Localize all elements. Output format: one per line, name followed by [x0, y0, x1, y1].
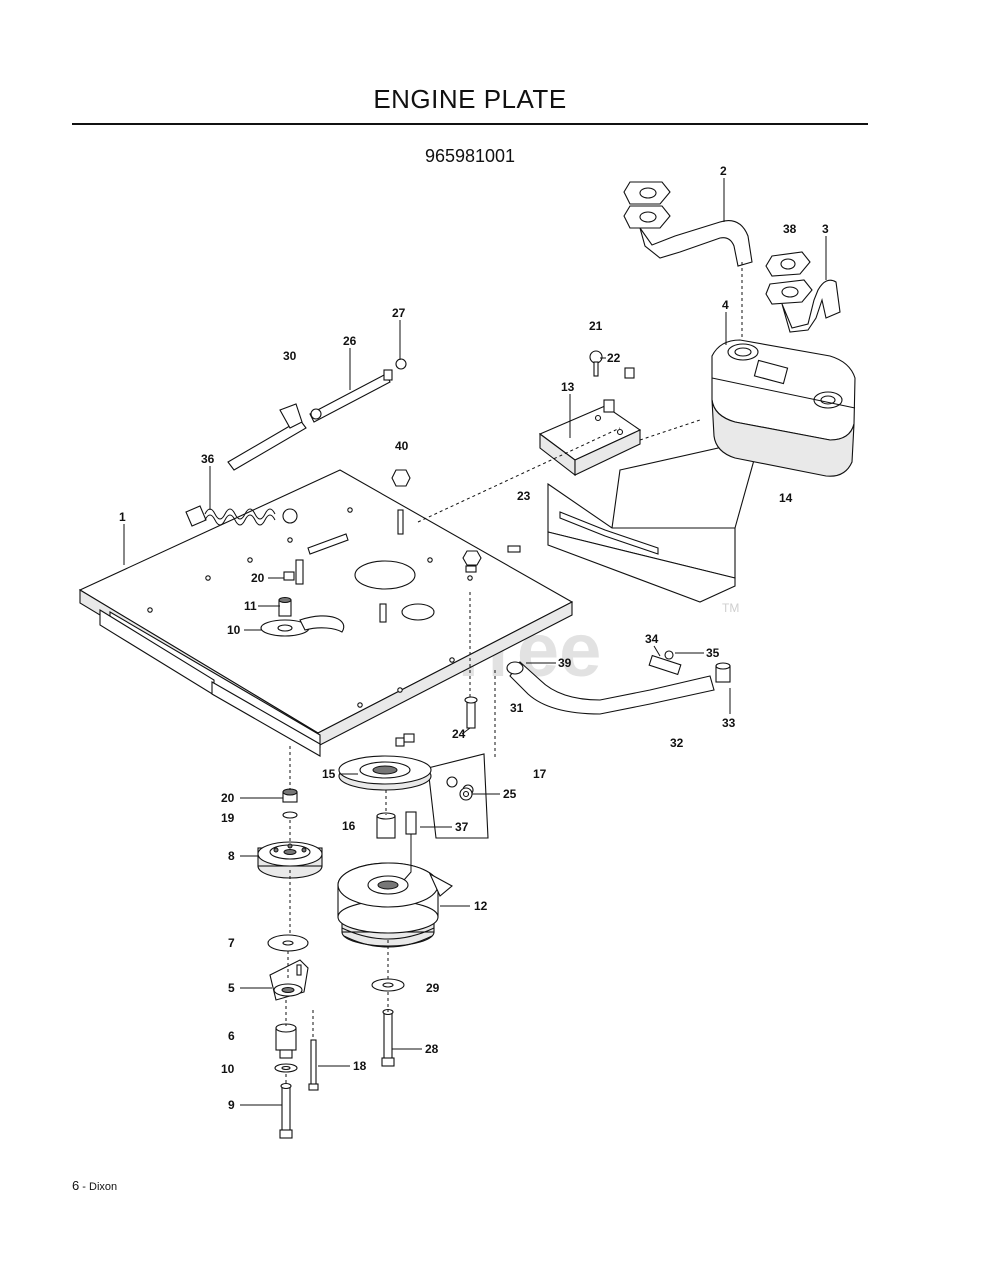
- footer-separator: -: [79, 1181, 90, 1193]
- callout-6: 6: [228, 1029, 235, 1043]
- page-number: 6: [72, 1178, 80, 1193]
- flat-washer[interactable]: [267, 934, 309, 952]
- callout-33: 33: [722, 716, 736, 730]
- idler-bushing[interactable]: [275, 1023, 297, 1059]
- callout-1: 1: [119, 510, 126, 524]
- callout-19: 19: [221, 811, 235, 825]
- title-rule: [72, 123, 868, 125]
- callout-15: 15: [322, 767, 336, 781]
- callout-37: 37: [455, 820, 469, 834]
- callout-16: 16: [342, 819, 356, 833]
- clutch-bearing[interactable]: [338, 755, 432, 791]
- callout-3: 3: [822, 222, 829, 236]
- callout-4: 4: [722, 298, 729, 312]
- exhaust-pipe-left[interactable]: [623, 181, 753, 267]
- callout-labels: 1 2 3 38 4 27 21 26 30 22 13 14 40 36 23…: [119, 164, 829, 1112]
- callout-17: 17: [533, 767, 547, 781]
- control-rod[interactable]: [227, 358, 407, 471]
- bolt-lower[interactable]: [282, 788, 298, 803]
- callout-20b: 20: [221, 791, 235, 805]
- callout-25: 25: [503, 787, 517, 801]
- fuel-line[interactable]: [506, 661, 715, 715]
- callout-12: 12: [474, 899, 488, 913]
- muffler[interactable]: [711, 339, 856, 477]
- callout-35: 35: [706, 646, 720, 660]
- callout-22: 22: [607, 351, 621, 365]
- leader-lines: [123, 178, 827, 1106]
- spacer[interactable]: [278, 597, 292, 617]
- callout-40: 40: [395, 439, 409, 453]
- clutch-bolt[interactable]: [381, 1008, 395, 1067]
- callout-5: 5: [228, 981, 235, 995]
- pivot-bolt[interactable]: [279, 1082, 293, 1139]
- callout-24: 24: [452, 727, 466, 741]
- idler-arm[interactable]: [269, 959, 309, 1001]
- callout-13: 13: [561, 380, 575, 394]
- hose-clamp[interactable]: [648, 650, 682, 676]
- washer-lower[interactable]: [274, 1063, 298, 1073]
- heat-shield[interactable]: [547, 441, 755, 603]
- mounting-bracket[interactable]: [538, 405, 642, 477]
- wire-connector[interactable]: [403, 811, 417, 881]
- hex-bolt-small[interactable]: [308, 1039, 319, 1091]
- nut-plate-right[interactable]: [462, 545, 521, 573]
- lock-nut[interactable]: [391, 469, 411, 487]
- callout-36: 36: [201, 452, 215, 466]
- engine-plate[interactable]: [78, 469, 574, 757]
- assembly-lines: [285, 262, 743, 1086]
- callout-10b: 10: [221, 1062, 235, 1076]
- idler-pulley[interactable]: [257, 841, 323, 879]
- callout-32: 32: [670, 736, 684, 750]
- callout-28: 28: [425, 1042, 439, 1056]
- exhaust-pipe-right[interactable]: [765, 279, 841, 333]
- fuel-fitting[interactable]: [715, 662, 731, 683]
- model-number: 965981001: [424, 146, 516, 166]
- watermark-tm: TM: [722, 601, 739, 615]
- stud-bolt[interactable]: [379, 509, 404, 623]
- callout-27: 27: [392, 306, 406, 320]
- idler-washer-small[interactable]: [282, 811, 298, 819]
- callout-29: 29: [426, 981, 440, 995]
- callout-34: 34: [645, 632, 659, 646]
- callout-30: 30: [283, 349, 297, 363]
- callout-10a: 10: [227, 623, 241, 637]
- callout-26: 26: [343, 334, 357, 348]
- footer-brand: Dixon: [89, 1181, 118, 1193]
- callout-20a: 20: [251, 571, 265, 585]
- clutch-spacer[interactable]: [376, 812, 396, 839]
- bolt-upper[interactable]: [283, 559, 304, 585]
- callout-8: 8: [228, 849, 235, 863]
- page-title: ENGINE PLATE: [373, 84, 567, 114]
- engine-plate-assembly: [78, 181, 856, 1139]
- callout-7: 7: [228, 936, 235, 950]
- callout-11: 11: [244, 599, 257, 613]
- exhaust-gasket[interactable]: [765, 251, 811, 277]
- callout-39: 39: [558, 656, 572, 670]
- carriage-bolt[interactable]: [464, 696, 478, 729]
- electric-clutch[interactable]: [337, 862, 453, 948]
- page-footer: 6 - Dixon: [72, 1178, 117, 1193]
- callout-2: 2: [720, 164, 727, 178]
- callout-31: 31: [510, 701, 524, 715]
- nut-small[interactable]: [459, 787, 473, 801]
- clutch-washer[interactable]: [371, 978, 405, 992]
- callout-21: 21: [589, 319, 603, 333]
- callout-9: 9: [228, 1098, 235, 1112]
- callout-18: 18: [353, 1059, 367, 1073]
- washer-upper[interactable]: [260, 615, 345, 637]
- return-spring[interactable]: [185, 505, 298, 527]
- callout-23: 23: [517, 489, 531, 503]
- flange-bolt[interactable]: [589, 350, 635, 413]
- callout-38: 38: [783, 222, 797, 236]
- callout-14: 14: [779, 491, 793, 505]
